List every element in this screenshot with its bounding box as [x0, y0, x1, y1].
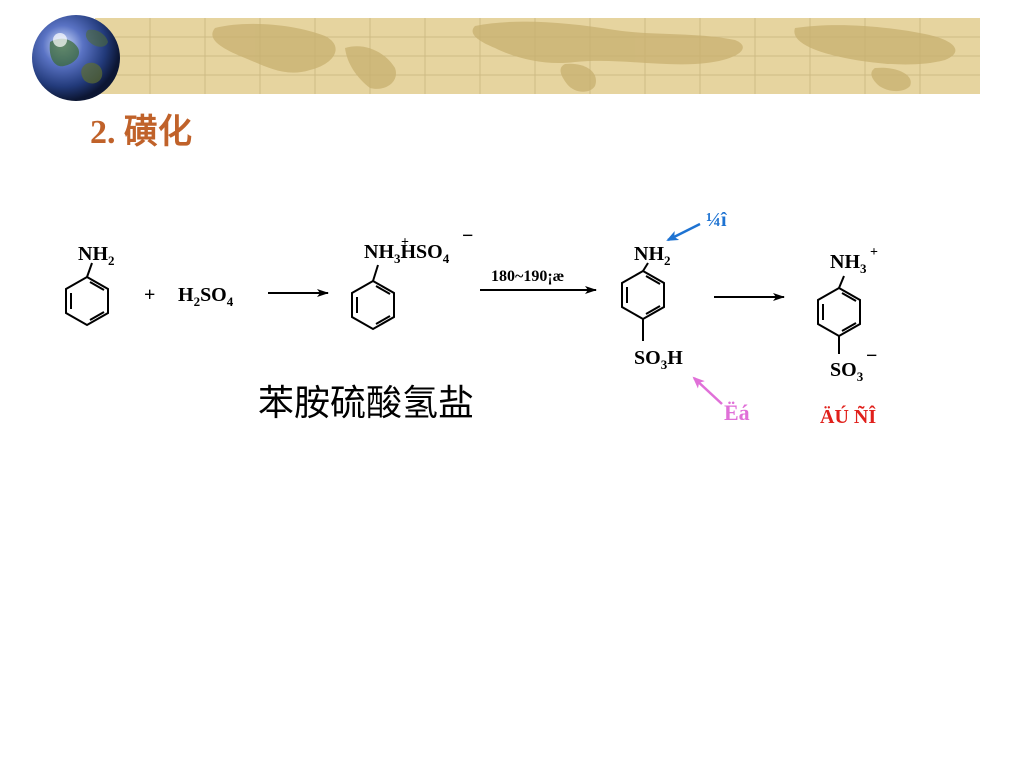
- benzene-ring-aniline: [65, 262, 109, 327]
- sulfonate-minus-charge: −: [866, 345, 877, 367]
- anilinium-hydrogen-sulfate: NH3HSO4 + −: [351, 225, 473, 331]
- inner-salt-label: ÄÚ ÑÎ: [820, 404, 876, 428]
- zwitterion: NH3 + SO3 −: [817, 245, 878, 384]
- salt-minus-charge: −: [462, 225, 473, 247]
- world-map-texture: [95, 18, 980, 94]
- sulfanilic-acid: NH2 SO3H: [621, 243, 683, 372]
- acid-label: Ëá: [724, 400, 750, 425]
- aniline-amine-group: NH2: [78, 243, 115, 268]
- header-banner: [95, 18, 980, 94]
- ammonium-group: NH3: [830, 251, 867, 276]
- slide-title: 2. 磺化: [90, 114, 192, 151]
- sulfonate-group: SO3: [830, 359, 864, 384]
- ammonium-plus-charge: +: [870, 245, 878, 260]
- benzene-ring-salt: [351, 264, 395, 331]
- pink-arrow: [692, 376, 723, 405]
- aniline-molecule: NH2: [65, 243, 115, 327]
- blue-arrow: [666, 222, 701, 242]
- base-label: ¼î: [706, 209, 727, 231]
- anilinium-hydrogen-sulfate-caption: 苯胺硫酸氢盐: [258, 383, 475, 424]
- ammonium-hydrogen-sulfate-label: NH3HSO4: [364, 241, 450, 266]
- plus-sign: +: [144, 284, 155, 306]
- globe-icon: [32, 15, 120, 101]
- sulfanilic-amine-group: NH2: [634, 243, 671, 268]
- sulfuric-acid: H2SO4: [178, 284, 234, 309]
- benzene-ring-sulfanilic: [621, 262, 665, 341]
- reaction-condition: 180~190¡æ: [491, 268, 564, 285]
- salt-plus-charge: +: [401, 235, 409, 250]
- benzene-ring-zwitterion: [817, 275, 861, 354]
- sulfonic-acid-group: SO3H: [634, 347, 683, 372]
